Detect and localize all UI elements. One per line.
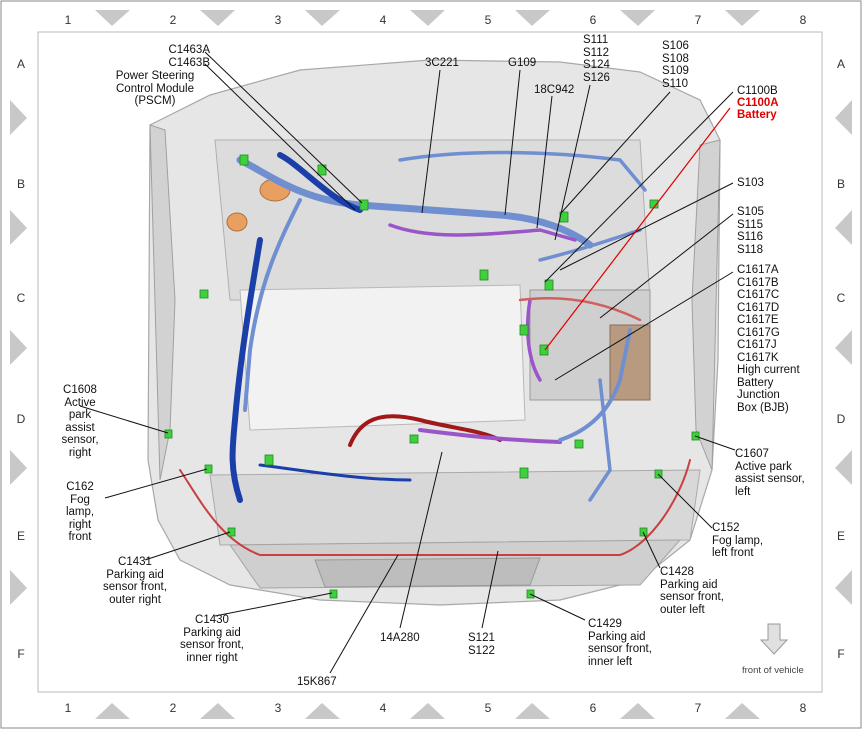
label-15k867: 15K867 — [297, 676, 337, 688]
label-c1429: C1429 Parking aid sensor front, inner le… — [588, 618, 652, 668]
grid-col-1: 1 — [64, 13, 72, 27]
label-s106-group: S106 S108 S109 S110 — [662, 40, 689, 90]
down-arrow-icon — [759, 623, 789, 655]
label-c1607: C1607 Active park assist sensor, left — [735, 448, 805, 498]
label-s105-group: S105 S115 S116 S118 — [737, 206, 764, 256]
grid-row-b: B — [16, 177, 25, 191]
grid-row-e-right: E — [836, 529, 845, 543]
grid-row-f-right: F — [837, 647, 845, 661]
grid-col-8-bottom: 8 — [799, 701, 807, 715]
grid-col-5-bottom: 5 — [484, 701, 492, 715]
connectors — [164, 154, 700, 599]
grid-row-d: D — [16, 412, 26, 426]
label-c1608: C1608 Active park assist sensor, right — [61, 384, 99, 459]
grid-row-e: E — [16, 529, 25, 543]
label-pscm: Power Steering Control Module (PSCM) — [115, 70, 195, 107]
label-14a280: 14A280 — [380, 632, 420, 644]
grid-col-2: 2 — [169, 13, 177, 27]
label-g109: G109 — [508, 57, 537, 69]
grid-row-c: C — [16, 291, 26, 305]
grid-col-6-bottom: 6 — [589, 701, 597, 715]
label-s103: S103 — [737, 177, 764, 189]
label-c1428: C1428 Parking aid sensor front, outer le… — [660, 566, 724, 616]
grid-row-b-right: B — [836, 177, 845, 191]
label-c1100a: C1100A — [737, 97, 779, 109]
leader-lines — [79, 51, 736, 674]
label-battery: Battery — [737, 109, 777, 121]
label-c1463b: C1463B — [168, 57, 210, 69]
grid-row-f: F — [17, 647, 25, 661]
grid-col-3: 3 — [274, 13, 282, 27]
grid-col-8: 8 — [799, 13, 807, 27]
label-c1100b: C1100B — [737, 85, 778, 97]
battery-leader-line — [544, 107, 731, 351]
grid-row-a-right: A — [836, 57, 845, 71]
label-c152: C152 Fog lamp, left front — [712, 522, 764, 559]
grid-row-a: A — [16, 57, 25, 71]
grid-row-c-right: C — [836, 291, 846, 305]
label-s121-group: S121 S122 — [468, 632, 495, 657]
label-18c942: 18C942 — [534, 84, 575, 96]
label-bjb: C1617A C1617B C1617C C1617D C1617E C1617… — [737, 264, 800, 414]
label-front-of-vehicle: front of vehicle — [742, 665, 804, 676]
label-s111-group: S111 S112 S124 S126 — [583, 34, 610, 84]
label-c1431: C1431 Parking aid sensor front, outer ri… — [103, 556, 167, 606]
grid-row-d-right: D — [836, 412, 846, 426]
label-c1430: C1430 Parking aid sensor front, inner ri… — [180, 614, 244, 664]
label-c162: C162 Fog lamp, right front — [65, 481, 95, 543]
grid-col-7-bottom: 7 — [694, 701, 702, 715]
grid-col-2-bottom: 2 — [169, 701, 177, 715]
label-3c221: 3C221 — [425, 57, 459, 69]
grid-col-1-bottom: 1 — [64, 701, 72, 715]
grid-notches — [10, 10, 852, 719]
label-c1463a: C1463A — [168, 44, 210, 56]
grid-col-4: 4 — [379, 13, 387, 27]
grid-col-6: 6 — [589, 13, 597, 27]
grid-col-4-bottom: 4 — [379, 701, 387, 715]
grid-col-7: 7 — [694, 13, 702, 27]
grid-col-5: 5 — [484, 13, 492, 27]
grid-col-3-bottom: 3 — [274, 701, 282, 715]
